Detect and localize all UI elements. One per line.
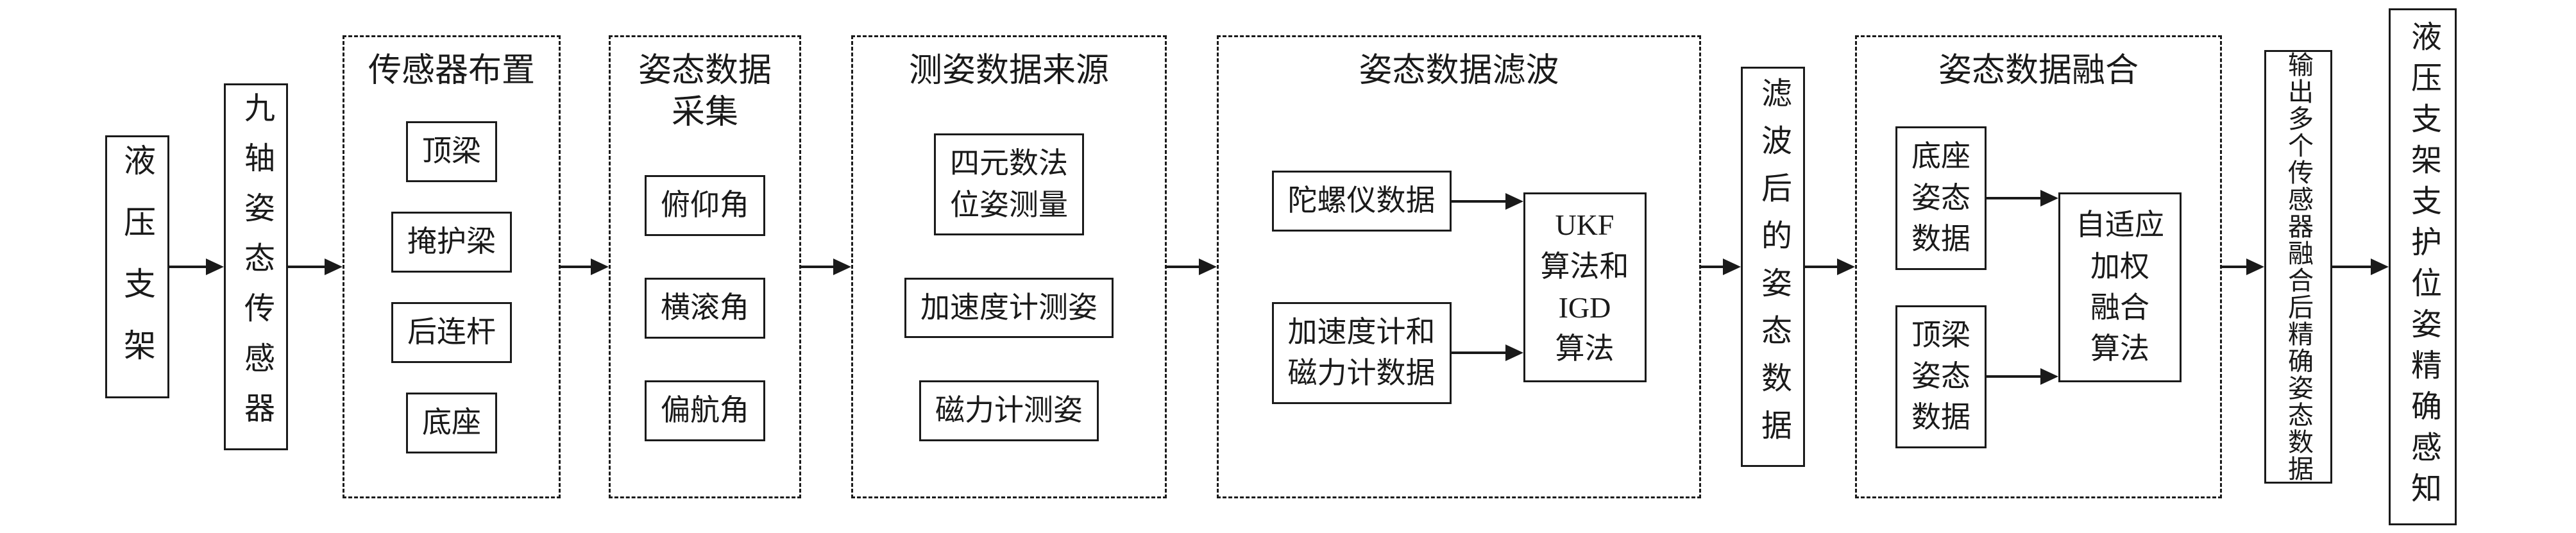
- node-nine-axis-sensor-label: 九轴姿态传感器: [239, 91, 273, 442]
- arrow-support-to-sensor: [169, 258, 224, 275]
- arrow-head-icon: [206, 258, 224, 275]
- arrow-head-icon: [1505, 192, 1523, 210]
- group-sensor-layout-items: 顶梁 掩护梁 后连杆 底座: [353, 92, 550, 484]
- arrow-head-icon: [2371, 258, 2389, 275]
- arrow-head-icon: [1723, 258, 1741, 275]
- node-ukf-igd-algorithm: UKF 算法和 IGD 算法: [1523, 192, 1647, 382]
- arrow-shaft: [1451, 351, 1505, 355]
- arrow-shaft: [1451, 199, 1505, 203]
- group-attitude-acquisition-items: 俯仰角 横滚角 偏航角: [620, 133, 790, 484]
- arrow-base-to-fusion: [1987, 189, 2058, 207]
- arrow-layout-to-acquisition: [561, 258, 609, 275]
- arrow-shaft: [169, 265, 206, 268]
- node-shield-beam: 掩护梁: [391, 212, 512, 273]
- group-sensor-layout: 传感器布置 顶梁 掩护梁 后连杆 底座: [343, 35, 561, 498]
- node-nine-axis-sensor: 九轴姿态传感器: [224, 83, 288, 450]
- node-accel-magnetometer-data: 加速度计和 磁力计数据: [1271, 301, 1452, 404]
- arrow-shaft: [561, 265, 591, 268]
- arrow-shaft: [2332, 265, 2371, 268]
- arrow-shaft: [1167, 265, 1199, 268]
- node-filtered-data: 滤波后的姿态数据: [1741, 66, 1805, 467]
- arrow-head-icon: [1505, 344, 1523, 362]
- group-attitude-source-items: 四元数法 位姿测量 加速度计测姿 磁力计测姿: [862, 92, 1156, 484]
- arrow-shaft: [1701, 265, 1723, 268]
- node-rear-link: 后连杆: [391, 302, 512, 363]
- group-attitude-acquisition-title: 姿态数据 采集: [638, 52, 772, 131]
- node-top-beam: 顶梁: [406, 121, 497, 182]
- arrow-topbeam-to-fusion: [1987, 368, 2058, 385]
- arrow-shaft: [1987, 196, 2040, 199]
- node-base: 底座: [406, 393, 497, 453]
- arrow-head-icon: [2246, 258, 2264, 275]
- node-hydraulic-support: 液压支架: [105, 135, 169, 398]
- node-base-attitude-data: 底座 姿态 数据: [1895, 126, 1987, 270]
- group-attitude-fusion-body: 底座 姿态 数据 顶梁 姿态 数据 自适应 加权 融合 算法: [1866, 92, 2211, 484]
- arrow-head-icon: [1837, 258, 1855, 275]
- node-adaptive-fusion-algorithm: 自适应 加权 融合 算法: [2058, 192, 2182, 382]
- arrow-head-icon: [833, 258, 851, 275]
- fusion-row-top-beam: 顶梁 姿态 数据: [1895, 305, 2058, 448]
- arrow-shaft: [1987, 375, 2040, 378]
- node-magnetometer-attitude: 磁力计测姿: [919, 380, 1099, 441]
- filtering-inputs: 陀螺仪数据 加速度计和 磁力计数据: [1271, 171, 1523, 404]
- node-quaternion-measurement: 四元数法 位姿测量: [934, 133, 1084, 236]
- group-attitude-filtering-body: 陀螺仪数据 加速度计和 磁力计数据 UKF 算法和 IGD 算法: [1228, 92, 1690, 484]
- node-final-result-label: 液压支架支护位姿精确感知: [2406, 20, 2440, 513]
- node-gyroscope-data: 陀螺仪数据: [1271, 171, 1452, 232]
- node-fused-output-label: 输出多个传感器融合后精确姿态数据: [2284, 51, 2313, 482]
- arrow-head-icon: [1199, 258, 1217, 275]
- node-top-beam-attitude-data: 顶梁 姿态 数据: [1895, 305, 1987, 448]
- arrow-filtering-to-filtered: [1701, 258, 1741, 275]
- filtering-row-gyroscope: 陀螺仪数据: [1271, 171, 1523, 232]
- arrow-shaft: [801, 265, 833, 268]
- arrow-acquisition-to-source: [801, 258, 851, 275]
- node-fused-output: 输出多个传感器融合后精确姿态数据: [2264, 49, 2332, 484]
- filtering-row-accel-mag: 加速度计和 磁力计数据: [1271, 301, 1523, 404]
- node-final-result: 液压支架支护位姿精确感知: [2389, 8, 2457, 525]
- arrow-shaft: [288, 265, 325, 268]
- group-attitude-source-title: 测姿数据来源: [908, 52, 1109, 89]
- arrow-gyro-to-ukf: [1451, 192, 1523, 210]
- arrow-sensor-to-layout: [288, 258, 343, 275]
- arrow-head-icon: [325, 258, 343, 275]
- arrow-head-icon: [2040, 189, 2058, 207]
- node-accelerometer-attitude: 加速度计测姿: [904, 278, 1114, 339]
- group-attitude-filtering: 姿态数据滤波 陀螺仪数据 加速度计和 磁力计数据: [1217, 35, 1701, 498]
- node-roll-angle: 横滚角: [645, 278, 765, 339]
- arrow-filtered-to-fusion: [1805, 258, 1855, 275]
- arrow-source-to-filtering: [1167, 258, 1217, 275]
- arrow-shaft: [1805, 265, 1837, 268]
- arrow-accelmag-to-ukf: [1451, 344, 1523, 362]
- fusion-inputs: 底座 姿态 数据 顶梁 姿态 数据: [1895, 126, 2058, 448]
- node-hydraulic-support-label: 液压支架: [119, 143, 155, 390]
- group-attitude-acquisition: 姿态数据 采集 俯仰角 横滚角 偏航角: [609, 35, 801, 498]
- node-filtered-data-label: 滤波后的姿态数据: [1756, 76, 1790, 457]
- group-sensor-layout-title: 传感器布置: [368, 52, 535, 89]
- group-attitude-fusion: 姿态数据融合 底座 姿态 数据 顶梁 姿态 数据: [1855, 35, 2222, 498]
- group-attitude-filtering-title: 姿态数据滤波: [1359, 52, 1559, 89]
- arrow-shaft: [2222, 265, 2246, 268]
- arrow-head-icon: [591, 258, 609, 275]
- arrow-output-to-result: [2332, 258, 2389, 275]
- group-attitude-fusion-title: 姿态数据融合: [1938, 52, 2139, 89]
- fusion-row-base: 底座 姿态 数据: [1895, 126, 2058, 270]
- node-yaw-angle: 偏航角: [645, 380, 765, 441]
- group-attitude-source: 测姿数据来源 四元数法 位姿测量 加速度计测姿 磁力计测姿: [851, 35, 1167, 498]
- arrow-head-icon: [2040, 368, 2058, 385]
- node-pitch-angle: 俯仰角: [645, 175, 765, 236]
- arrow-fusion-to-output: [2222, 258, 2264, 275]
